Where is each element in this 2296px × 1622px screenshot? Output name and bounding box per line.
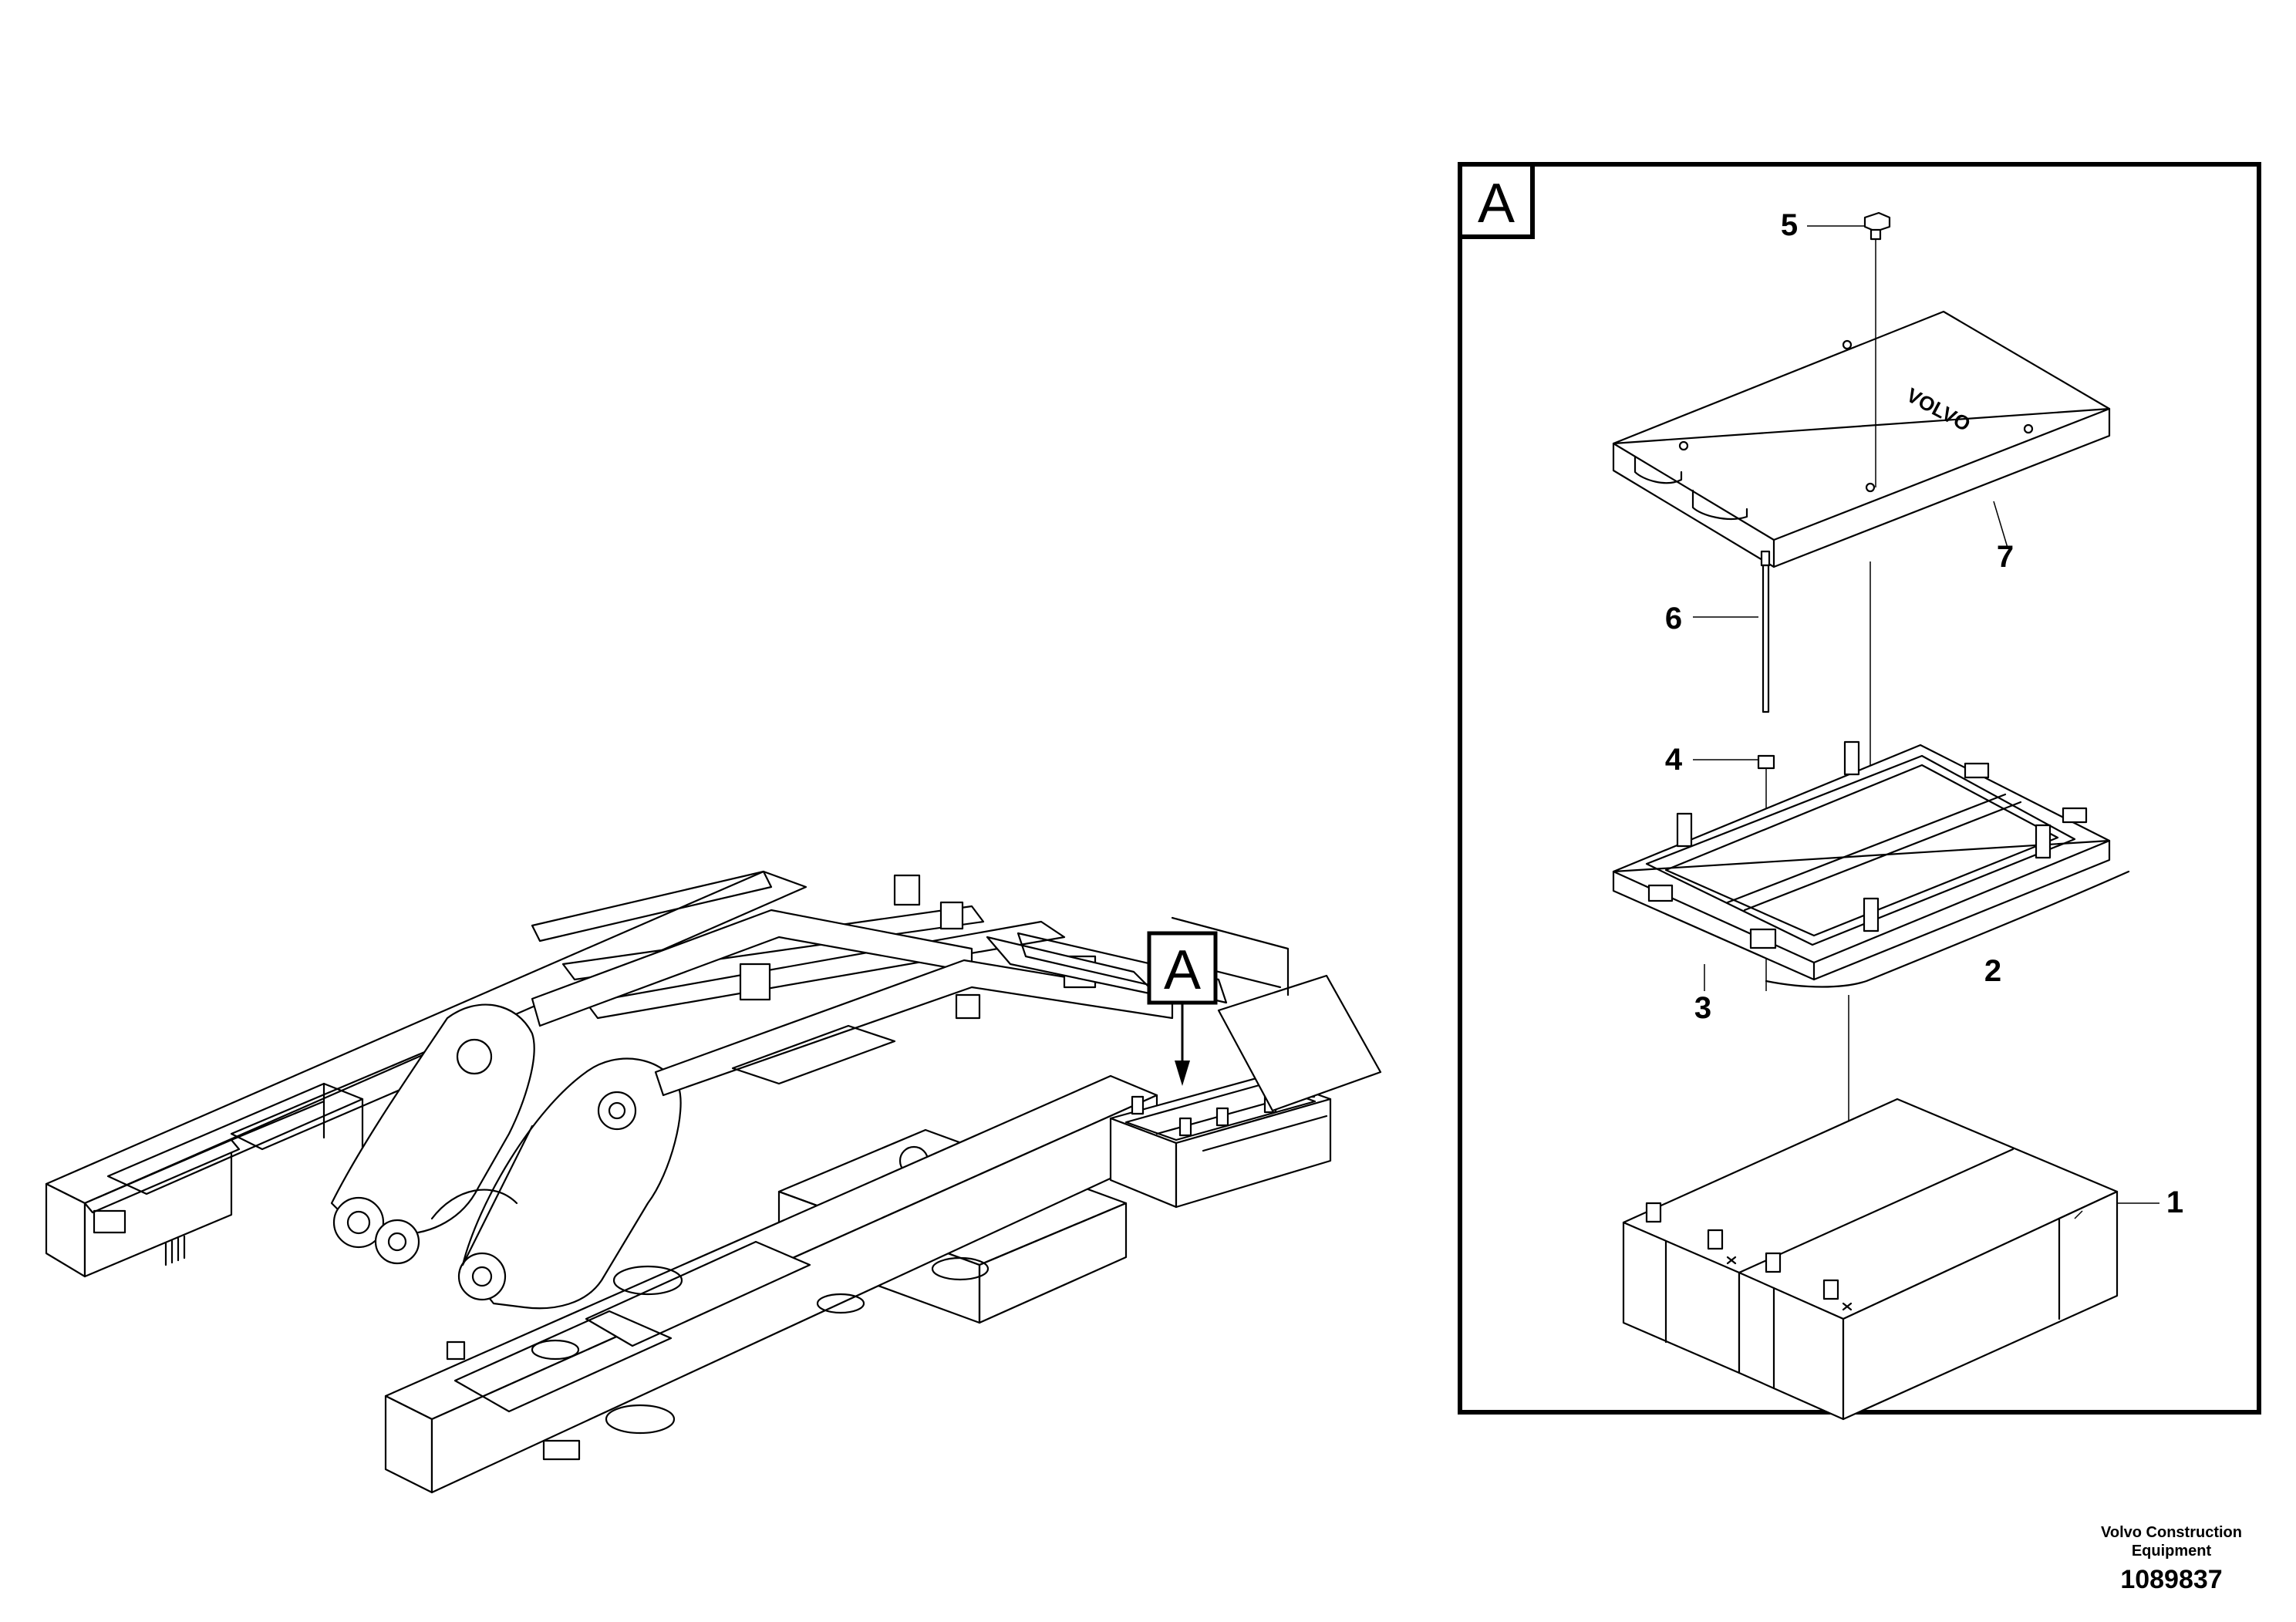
overview-view-tag-box (1147, 931, 1218, 1005)
part-4-sleeve (1757, 754, 1775, 770)
leader-lines (1693, 225, 2159, 1219)
callout-label-5: 5 (1781, 208, 1798, 242)
manufacturer-line-1: Volvo Construction (2101, 1524, 2242, 1541)
overview-view-arrowhead (1175, 1061, 1190, 1086)
overview-view-tag: A (1164, 939, 1201, 1001)
part-2-battery-frame (1612, 740, 2130, 988)
callout-label-3: 3 (1694, 991, 1711, 1025)
part-5-screw (1863, 211, 1891, 241)
manufacturer-name: Volvo Construction Equipment (2101, 1523, 2242, 1560)
part-7-battery-cover: VOLVO (1612, 310, 2111, 568)
upper-frame-drawing (45, 870, 1382, 1494)
detail-view-tag: A (1478, 173, 1515, 234)
part-1-batteries (1622, 1098, 2119, 1421)
callout-label-7: 7 (1997, 540, 2014, 574)
callout-label-2: 2 (1984, 954, 2001, 988)
callout-label-1: 1 (2166, 1185, 2183, 1219)
callout-label-4: 4 (1665, 743, 1683, 777)
part-6-tie-rod (1760, 550, 1771, 713)
callout-label-6: 6 (1665, 602, 1682, 636)
drawing-footer: Volvo Construction Equipment 1089837 (2101, 1523, 2242, 1595)
manufacturer-line-2: Equipment (2131, 1543, 2212, 1560)
detail-view-tag-box (1458, 162, 1535, 239)
drawing-number: 1089837 (2120, 1565, 2223, 1594)
